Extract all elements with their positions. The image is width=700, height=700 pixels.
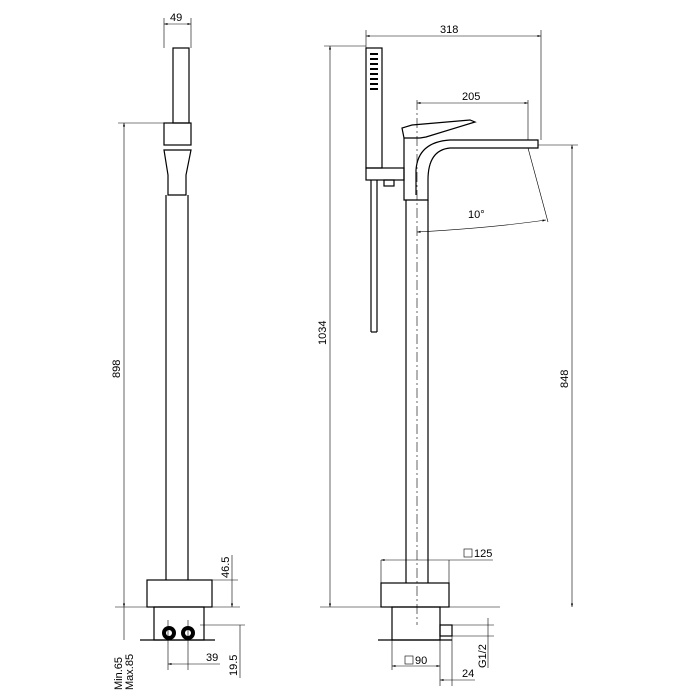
dim-width: 49 — [170, 12, 182, 24]
square-icon — [404, 655, 414, 665]
dim-outlet: 24 — [462, 668, 474, 680]
dim-angle: 10° — [468, 209, 485, 221]
base-collar — [146, 579, 213, 608]
hand-shower — [172, 47, 190, 124]
dim-total-height: 1034 — [317, 321, 329, 345]
dim-height: 898 — [111, 360, 123, 378]
base-collar — [380, 582, 450, 608]
shower-holder — [163, 122, 192, 146]
sub-base — [391, 606, 441, 641]
shower-holder — [365, 167, 405, 181]
dim-offset: 19.5 — [228, 655, 240, 676]
dim-spout-height: 848 — [559, 370, 571, 388]
spout — [403, 138, 539, 201]
min-depth: Min.65 — [113, 657, 125, 690]
outlet-nipple — [439, 624, 453, 637]
side-view: 49 898 46.5 Min.65 Max.85 39 19.5 — [111, 12, 245, 690]
max-depth: Max.85 — [124, 654, 136, 690]
lever-handle — [401, 119, 477, 139]
front-view: 318 1034 848 205 10° 125 90 G1/2 24 — [317, 24, 578, 686]
sub-base — [153, 606, 205, 641]
body-connector — [163, 149, 192, 196]
square-icon — [463, 548, 473, 558]
dim-base: 46.5 — [220, 557, 232, 578]
hand-shower — [365, 47, 383, 169]
dim-base-square: 125 — [474, 548, 492, 560]
dim-spout-reach: 205 — [462, 91, 480, 103]
dim-connection: G1/2 — [477, 644, 489, 668]
dim-sub-square: 90 — [415, 655, 427, 667]
dim-spacing: 39 — [206, 652, 218, 664]
dim-reach: 318 — [440, 24, 458, 36]
